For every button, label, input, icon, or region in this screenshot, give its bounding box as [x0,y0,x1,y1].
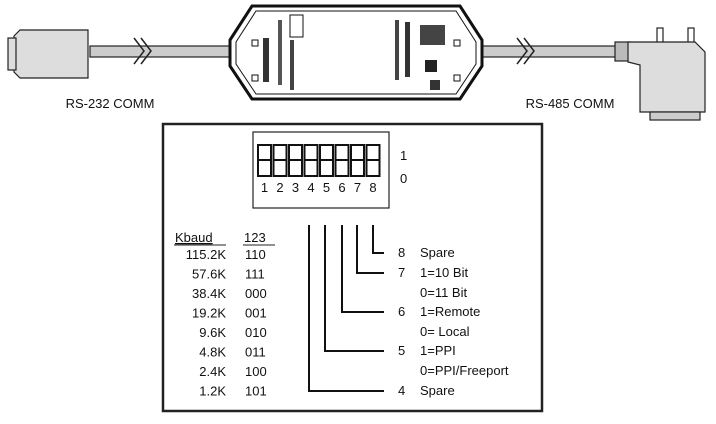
dip-switch-7: 7 [350,144,365,195]
dip-switch-2: 2 [272,144,288,195]
baud-rate: 9.6K [199,325,226,340]
rs485-connector-icon [614,27,706,121]
baud-rate: 1.2K [199,384,226,399]
leader-line [341,225,384,313]
table-row: 38.4K 000 [192,286,267,301]
switch-desc: Spare [420,383,455,398]
switch-bits: 000 [245,286,267,301]
switch-desc: Spare [420,245,455,260]
legend-item-switch-7: 7 1=10 Bit 0=11 Bit [356,225,468,300]
switch-desc: 1=Remote [420,304,480,319]
baud-rate: 2.4K [199,364,226,379]
switch-number: 3 [292,180,299,195]
baud-rate: 4.8K [199,345,226,360]
dip-switch-1: 1 [257,144,272,195]
switch-desc-alt: 0=PPI/Freeport [420,363,509,378]
leader-line [324,225,384,352]
switch-number: 8 [369,180,376,195]
switch-num: 5 [398,343,405,358]
dip-switch-8: 8 [365,144,381,195]
switch-bits: 111 [245,267,265,282]
baud-rate: 57.6K [192,267,226,282]
legend-item-switch-5: 5 1=PPI 0=PPI/Freeport [324,225,509,378]
adapter-module-icon [228,4,484,101]
table-row: 9.6K 010 [199,325,266,340]
off-label: 0 [400,171,407,186]
dip-switch-3: 3 [288,144,303,195]
switch-bits: 101 [245,384,267,399]
table-row: 19.2K 001 [192,306,267,321]
baud-table: 115.2K 110 57.6K 111 38.4K 000 19.2K 001 9.6K 010… [186,247,267,399]
baud-rate: 115.2K [186,247,227,262]
on-label: 1 [400,148,407,163]
switch-bits: 110 [245,247,266,262]
table-row: 2.4K 100 [199,364,266,379]
rs232-connector-icon [7,29,89,79]
table-row: 1.2K 101 [199,384,266,399]
dip-switch-6: 6 [334,144,350,195]
leader-line [372,225,384,254]
legend-item-switch-6: 6 1=Remote 0= Local [341,225,480,339]
switch-desc: 1=10 Bit [420,265,468,280]
switch-number: 2 [276,180,283,195]
switch-bits: 011 [245,345,266,360]
switch-number: 5 [323,180,330,195]
legend-item-switch-8: 8 Spare [372,225,455,260]
switch-num: 7 [398,265,405,280]
table-row: 115.2K 110 [186,247,266,262]
baud-rate: 19.2K [192,306,226,321]
switch-number: 1 [261,180,268,195]
switch-bits: 001 [245,306,267,321]
switch-number: 6 [338,180,345,195]
switch-bits: 010 [245,325,267,340]
dip-switch-4: 4 [303,144,319,195]
switch-number: 7 [354,180,361,195]
switch-desc-alt: 0=11 Bit [420,285,467,300]
bits-header: 123 [244,230,266,245]
legend-item-switch-4: 4 Spare [308,225,455,398]
table-row: 57.6K 111 [192,267,265,282]
switch-bits: 100 [245,364,267,379]
rs232-label: RS-232 COMM [66,96,155,111]
switch-desc-alt: 0= Local [420,324,470,339]
switch-num: 4 [398,383,405,398]
table-row: 4.8K 011 [199,345,265,360]
rs485-label: RS-485 COMM [526,96,615,111]
baud-rate: 38.4K [192,286,226,301]
cable-break-left-icon [133,37,152,65]
cable-break-right-icon [516,37,535,65]
switch-num: 6 [398,304,405,319]
switch-number: 4 [307,180,314,195]
switch-num: 8 [398,245,405,260]
kbaud-header: Kbaud [175,230,213,245]
switch-desc: 1=PPI [420,343,456,358]
dip-switch-5: 5 [319,144,334,195]
leader-line [356,225,384,274]
leader-line [308,225,384,392]
